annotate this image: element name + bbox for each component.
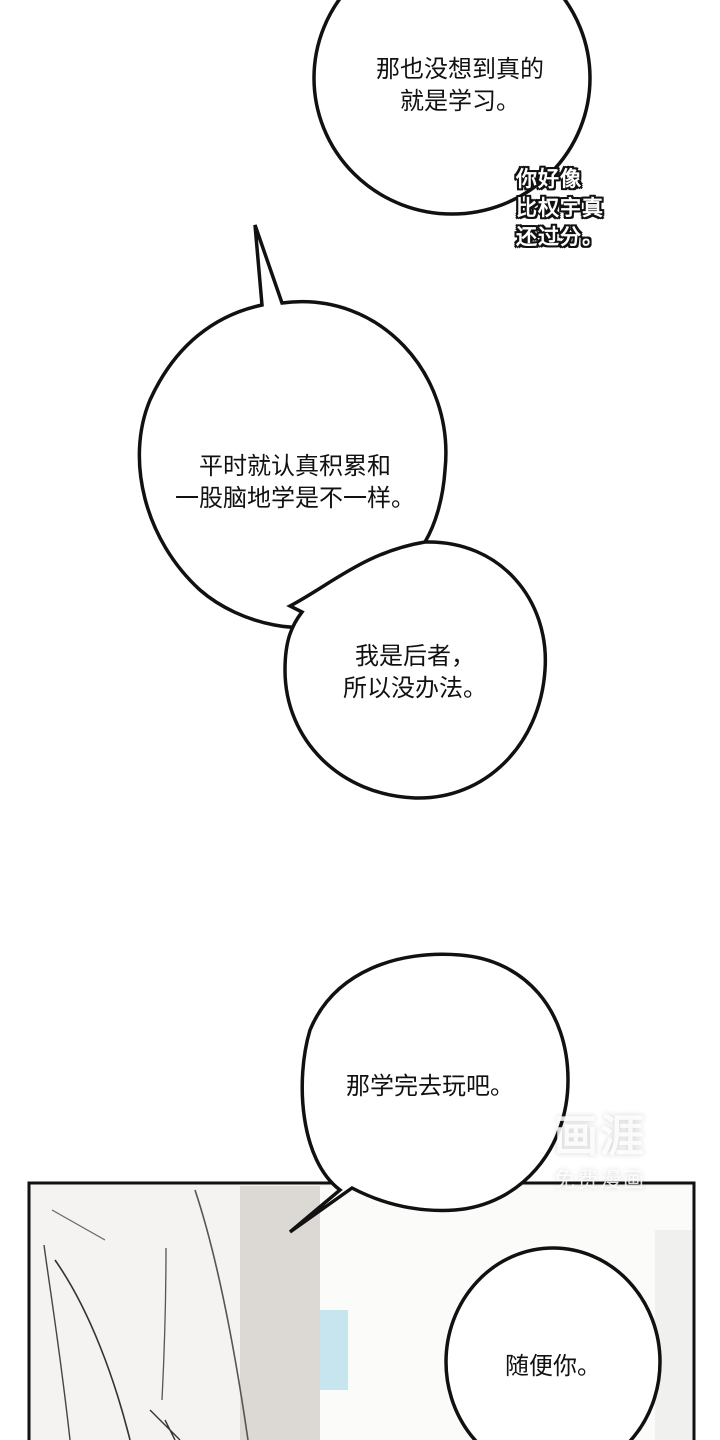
speech-bubble-5 xyxy=(444,1246,662,1440)
bubble-2-text: 平时就认真积累和 一股脑地学是不一样。 xyxy=(175,452,415,512)
watermark: 画涯 免费漫画 xyxy=(535,1100,665,1194)
speech-bubble-4 xyxy=(288,952,570,1234)
speech-bubble-3 xyxy=(283,540,548,800)
bubble-3-text: 我是后者， 所以没办法。 xyxy=(343,642,487,702)
speech-bubble-1 xyxy=(312,0,592,216)
watermark-logo: 画涯 xyxy=(554,1111,646,1162)
bubble-5-text: 随便你。 xyxy=(505,1352,601,1380)
bubble-4-text: 那学完去玩吧。 xyxy=(346,1072,514,1100)
bubble-1-text: 那也没想到真的 就是学习。 xyxy=(376,55,544,115)
watermark-caption: 免费漫画 xyxy=(554,1168,646,1192)
side-thought-text: 你好像 比权宇真 还过分。 xyxy=(516,167,604,249)
